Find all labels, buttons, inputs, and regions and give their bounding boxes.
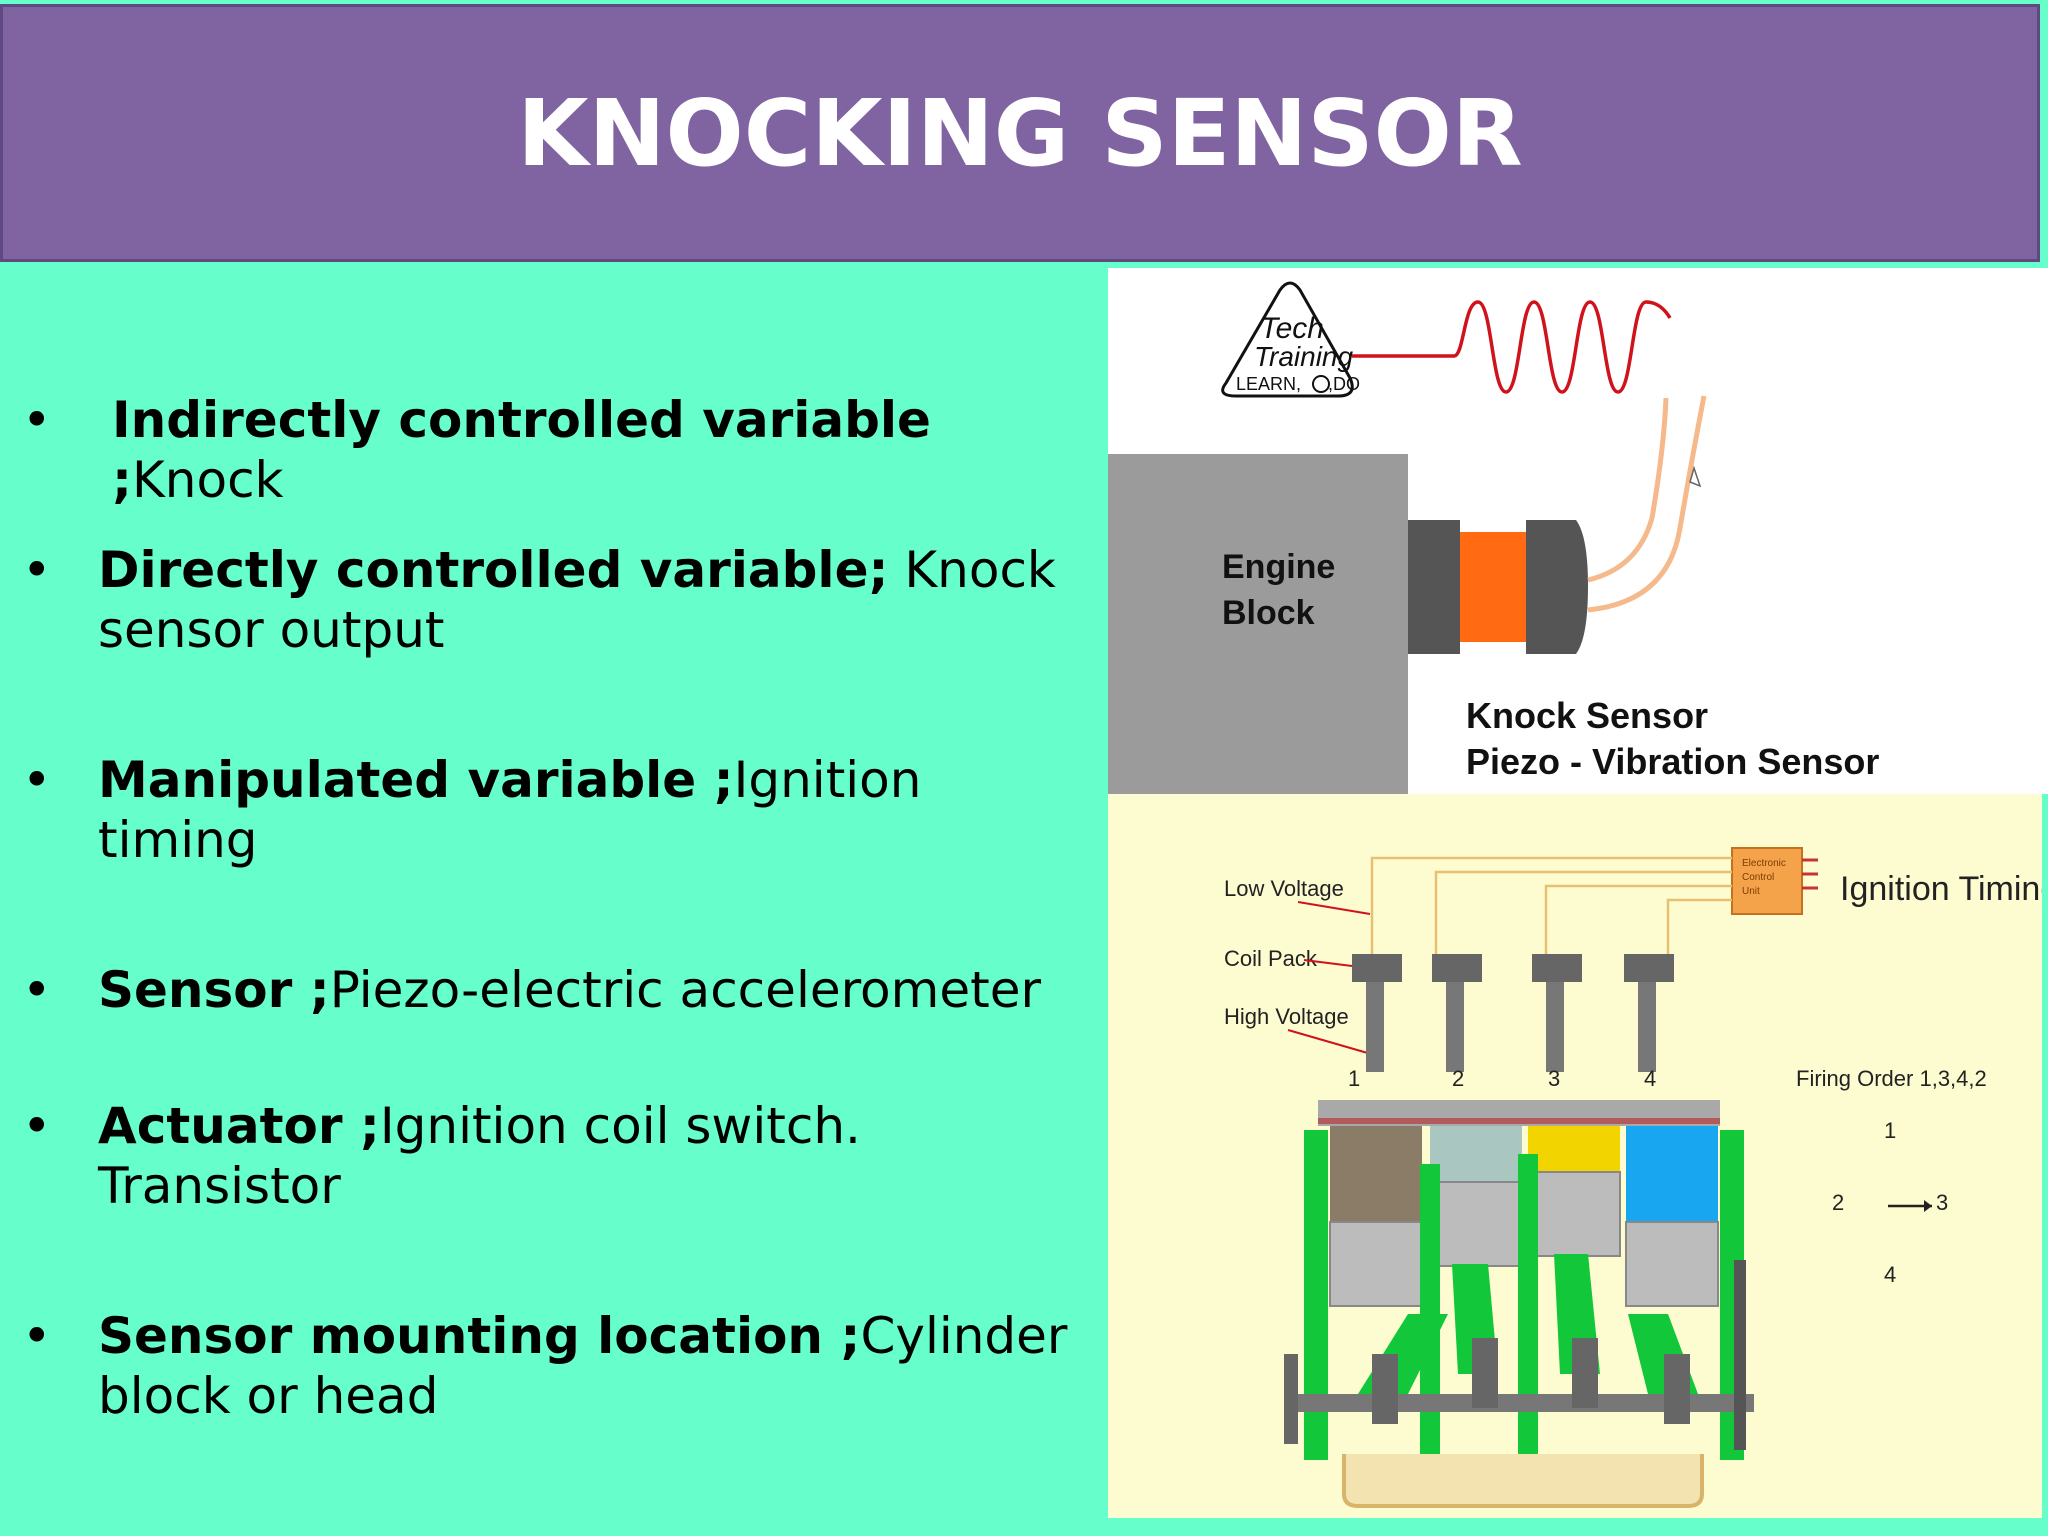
oil-pan	[1342, 1454, 1704, 1508]
sensor-wire	[1587, 397, 1669, 583]
logo-mark-icon	[1312, 375, 1330, 393]
ecu-label: Electronic	[1742, 858, 1786, 869]
knock-sensor-caption: Knock Sensor	[1466, 695, 1708, 736]
bullet-term: Indirectly controlled variable ;	[112, 391, 931, 509]
combustion-chamber-4	[1626, 1126, 1718, 1226]
bullet-dot: •	[22, 1307, 52, 1365]
combustion-chamber-2	[1430, 1126, 1522, 1186]
coil-pack-arrow	[1303, 959, 1353, 967]
bullet-term: Sensor mounting location ;	[98, 1307, 861, 1365]
logo-text-tech: Tech	[1260, 312, 1324, 345]
bullet-value: Piezo-electric accelerometer	[329, 961, 1042, 1019]
bullet-value: Knock	[132, 451, 284, 509]
bullet-value-line2: sensor output	[98, 601, 445, 659]
bullet-value-line2: Transistor	[98, 1157, 341, 1215]
bullet-value: Cylinder	[860, 1307, 1068, 1365]
arrow-head-icon	[1924, 1200, 1932, 1212]
high-voltage-arrow	[1287, 1029, 1379, 1057]
bullet-term: Sensor ;	[98, 961, 330, 1019]
engine-block	[1108, 454, 1408, 794]
firing-order-cylinder: 1	[1884, 1118, 1896, 1143]
coil-pack-label: Coil Pack	[1224, 946, 1318, 971]
bullet-term: Actuator ;	[98, 1097, 380, 1155]
bullet-value: Ignition timing	[98, 751, 922, 869]
bullet-dot: •	[22, 391, 52, 449]
ignition-timing-figure: Electronic Control Unit Ignition Timing …	[1108, 794, 2042, 1518]
bullet-list: • Indirectly controlled variable ;Knock …	[22, 391, 1068, 1425]
ecu-label: Unit	[1742, 886, 1760, 897]
cylinder-number: 2	[1452, 1066, 1464, 1091]
logo-text-learn: LEARN,	[1236, 374, 1301, 394]
combustion-chamber-1	[1330, 1126, 1422, 1226]
ignition-timing-title: Ignition Timing	[1840, 870, 2042, 908]
logo-text-do: ,DO	[1328, 374, 1360, 394]
coil-packs	[1352, 954, 1674, 1072]
bullet-value-line2: block or head	[98, 1367, 439, 1425]
knock-sensor-icon	[1408, 520, 1588, 654]
combustion-chamber-3	[1528, 1126, 1620, 1176]
ignition-timing-diagram: Electronic Control Unit Ignition Timing …	[1224, 847, 2042, 1508]
cursor-icon	[1689, 465, 1702, 488]
cylinder-number: 3	[1548, 1066, 1560, 1091]
firing-order-label: Firing Order 1,3,4,2	[1796, 1066, 1987, 1091]
signal-wires	[1802, 858, 1818, 890]
sensor-wire	[1587, 395, 1707, 613]
pistons	[1329, 1171, 1719, 1307]
bullet-value: Ignition coil switch.	[379, 1097, 861, 1155]
cylinder-number: 4	[1644, 1066, 1656, 1091]
engine-block-label-1: Engine	[1222, 548, 1335, 586]
ecu-label: Control	[1742, 872, 1774, 883]
firing-order-cylinder: 2	[1832, 1190, 1844, 1215]
engine-block-label-2: Block	[1222, 594, 1315, 632]
piezo-sensor-caption: Piezo - Vibration Sensor	[1466, 741, 1879, 782]
low-voltage-arrow	[1297, 901, 1371, 915]
ecu-box	[1731, 847, 1803, 915]
vibration-wave	[1352, 300, 1672, 394]
cylinder-number: 1	[1348, 1066, 1360, 1091]
high-voltage-label: High Voltage	[1224, 1004, 1349, 1029]
knock-sensor-diagram: Tech Training LEARN, ,DO Engine Block Kn…	[1108, 281, 1879, 794]
crankshaft	[1284, 1394, 1754, 1412]
firing-order-cylinder: 3	[1936, 1190, 1948, 1215]
bullet-term: Directly controlled variable;	[98, 541, 889, 599]
slide-title: KNOCKING SENSOR	[517, 79, 1523, 187]
logo-text-training: Training	[1254, 341, 1354, 372]
bullet-dot: •	[22, 961, 52, 1019]
tech-training-logo: Tech Training LEARN, ,DO	[1221, 281, 1360, 398]
bullet-value: Knock	[888, 541, 1056, 599]
title-bar: KNOCKING SENSOR	[0, 4, 2040, 262]
bullet-dot: •	[22, 541, 52, 599]
knock-sensor-figure: Tech Training LEARN, ,DO Engine Block Kn…	[1108, 268, 2048, 794]
low-voltage-label: Low Voltage	[1224, 876, 1344, 901]
firing-order-cylinder: 4	[1884, 1262, 1896, 1287]
bullet-term: Manipulated variable ;	[98, 751, 734, 809]
bullet-dot: •	[22, 751, 52, 809]
control-wires	[1370, 856, 1732, 954]
bullet-dot: •	[22, 1097, 52, 1155]
